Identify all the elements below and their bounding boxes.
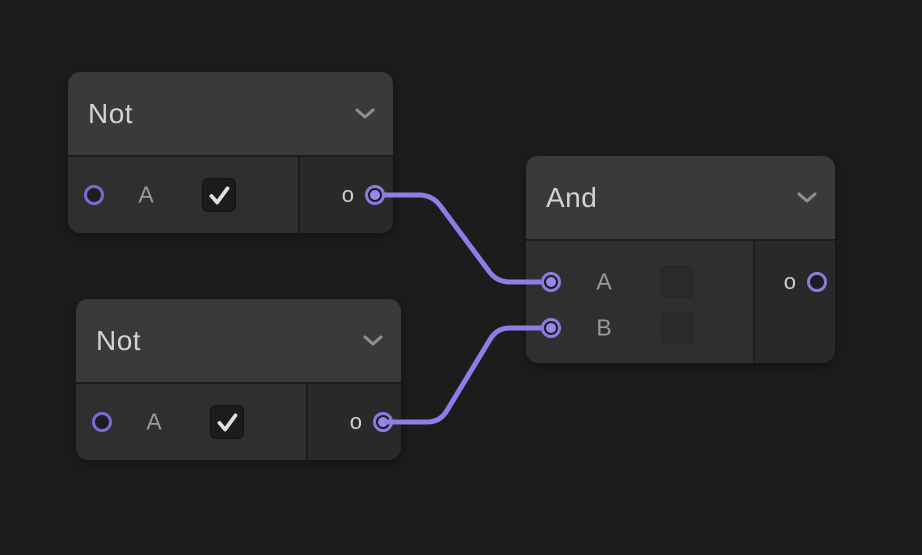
node-title: Not — [88, 97, 134, 129]
input-section: A — [68, 157, 300, 233]
output-port[interactable] — [373, 412, 393, 432]
input-section: A B — [526, 241, 755, 363]
disabled-checkbox-placeholder — [661, 312, 693, 344]
chevron-down-icon[interactable] — [355, 108, 375, 119]
checkbox-input-a[interactable] — [210, 405, 244, 439]
checkmark-icon — [209, 186, 230, 205]
input-label: B — [596, 314, 612, 341]
input-row-a: A — [526, 259, 753, 305]
input-row-a: A — [68, 157, 298, 233]
input-port-a[interactable] — [84, 185, 104, 205]
checkmark-icon — [217, 413, 238, 432]
input-row-b: B — [526, 305, 753, 351]
node-title: Not — [96, 324, 142, 356]
chevron-down-icon[interactable] — [363, 335, 383, 346]
disabled-checkbox-placeholder — [661, 266, 693, 298]
chevron-down-icon[interactable] — [797, 192, 817, 203]
output-row: o — [755, 259, 835, 305]
checkbox-input-a[interactable] — [202, 178, 236, 212]
input-row-a: A — [76, 384, 306, 460]
node-body: A o — [68, 157, 393, 233]
output-label: o — [783, 269, 796, 294]
node-header[interactable]: Not — [68, 72, 393, 157]
node-header[interactable]: And — [526, 156, 835, 241]
output-port[interactable] — [365, 185, 385, 205]
input-section: A — [76, 384, 308, 460]
output-port[interactable] — [807, 272, 827, 292]
input-label: A — [596, 268, 612, 295]
output-label: o — [349, 409, 362, 434]
node-title: And — [546, 181, 598, 213]
input-port-a[interactable] — [92, 412, 112, 432]
wire-not-top-to-and-a[interactable] — [384, 192, 541, 285]
output-row: o — [308, 384, 401, 460]
node-not-bottom[interactable]: Not A o — [76, 299, 401, 460]
node-body: A B o — [526, 241, 835, 363]
output-section: o — [755, 241, 835, 363]
input-port-a[interactable] — [541, 272, 561, 292]
node-not-top[interactable]: Not A o — [68, 72, 393, 233]
node-header[interactable]: Not — [76, 299, 401, 384]
output-row: o — [300, 157, 393, 233]
input-label: A — [146, 408, 162, 435]
node-body: A o — [76, 384, 401, 460]
wire-not-bottom-to-and-b[interactable] — [384, 325, 541, 425]
output-section: o — [300, 157, 393, 233]
input-label: A — [138, 181, 154, 208]
output-label: o — [341, 182, 354, 207]
input-port-b[interactable] — [541, 318, 561, 338]
output-section: o — [308, 384, 401, 460]
node-and[interactable]: And A B o — [526, 156, 835, 363]
